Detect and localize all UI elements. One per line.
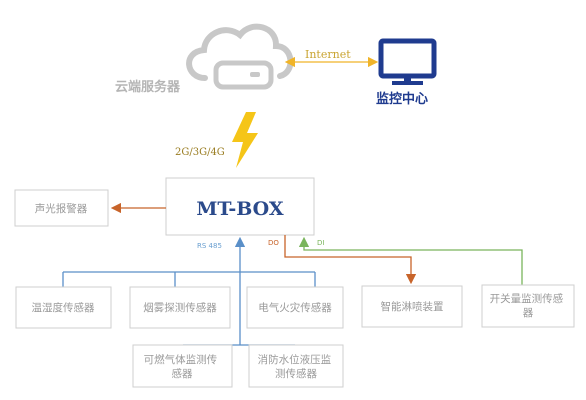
do-port-label: DO: [268, 239, 279, 247]
di-connector: [298, 236, 523, 285]
cloud-server-label: 云端服务器: [115, 79, 181, 95]
combustible-gas-label: 可燃气体监测传 感器: [144, 353, 221, 380]
switch-monitor-node: [481, 284, 575, 328]
electrical-fire-label: 电气火灾传感器: [258, 301, 332, 314]
network-label: 2G/3G/4G: [175, 147, 225, 158]
mtbox-title: MT-BOX: [196, 198, 284, 220]
sprinkler-node: [361, 285, 463, 328]
temp-humidity-label: 温湿度传感器: [32, 301, 95, 314]
electrical-fire-node: [246, 286, 344, 329]
rs485-label: RS 485: [197, 242, 222, 250]
do-connector: [284, 235, 417, 285]
alarm-node: [14, 189, 109, 227]
monitor-center-label: 监控中心: [376, 91, 428, 107]
lightning-bolt-icon: [232, 112, 258, 168]
internet-label: Internet: [305, 48, 351, 61]
di-port-label: DI: [317, 239, 324, 247]
hydrant-pressure-label: 消防水位液压监 测传感器: [258, 353, 335, 380]
hydrant-pressure-node: [248, 344, 344, 388]
temp-humidity-node: [15, 286, 112, 329]
sprinkler-label: 智能淋喷装置: [381, 300, 444, 313]
monitor-icon: [378, 38, 437, 85]
mtbox-node: [165, 177, 315, 236]
smoke-node: [129, 286, 231, 329]
cloud-server-icon: [186, 23, 294, 90]
switch-monitor-label: 开关量监测传感 器: [490, 292, 567, 319]
combustible-gas-node: [132, 344, 233, 388]
alarm-label: 声光报警器: [35, 202, 88, 215]
smoke-label: 烟雾探测传感器: [143, 301, 217, 314]
